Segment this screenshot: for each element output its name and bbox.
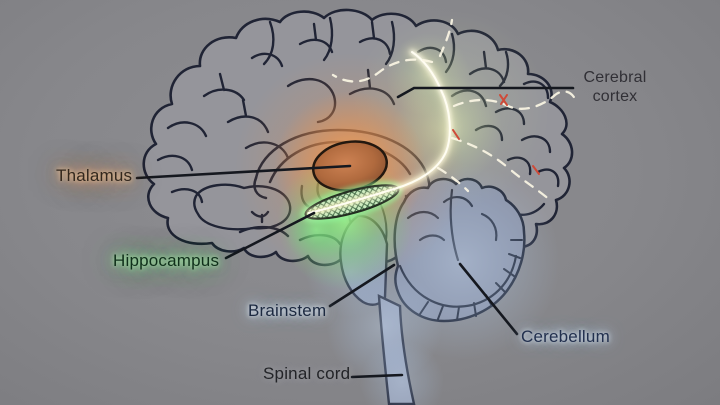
cerebral-cortex-leader-line — [396, 86, 575, 99]
brainstem-leader-line — [328, 263, 396, 308]
synapse-sparks — [452, 94, 540, 175]
cerebral-cortex-label: Cerebral cortex — [583, 69, 647, 105]
memory-pathway — [303, 46, 456, 219]
thalamus-label: Thalamus — [56, 166, 133, 185]
spinal-cord-glow — [360, 340, 444, 405]
spinal-cord-label: Spinal cord — [263, 364, 351, 383]
leader-lines — [135, 86, 575, 379]
brainstem-label: Brainstem — [248, 301, 327, 320]
cerebellum-leader-line — [458, 262, 519, 336]
hippocampus-leader-line — [224, 211, 316, 260]
hippocampus-label: Hippocampus — [113, 251, 220, 270]
spinal-cord-leader-line — [350, 373, 404, 379]
cortex-dashed-pathways — [331, 18, 577, 202]
cerebellum-label: Cerebellum — [521, 327, 610, 346]
thalamus-leader-line — [135, 164, 352, 180]
